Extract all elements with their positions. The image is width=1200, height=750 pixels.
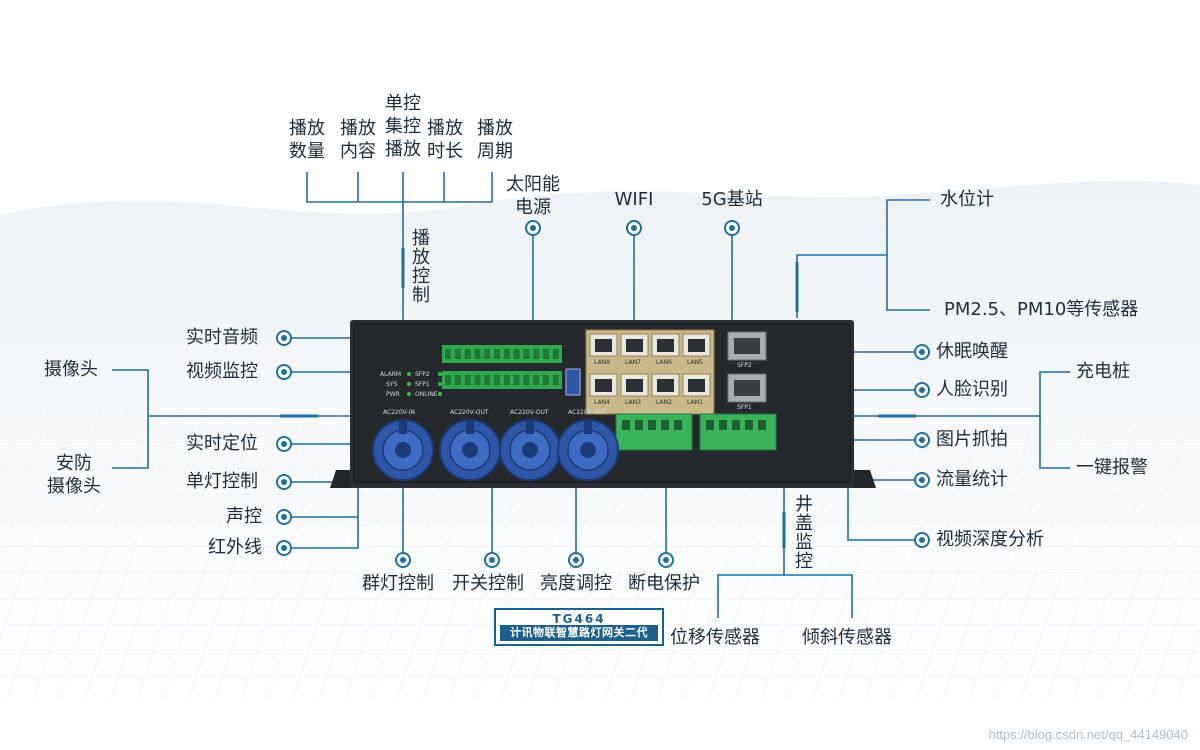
status-leds: ALARM SYS PWR SFP2 SFP1 ONLINE xyxy=(380,371,442,398)
svg-text:SYS: SYS xyxy=(386,381,397,388)
label-play-content: 播放内容 xyxy=(340,118,376,162)
label-realtime-audio: 实时音频 xyxy=(186,327,258,348)
svg-text:AC220V-OUT: AC220V-OUT xyxy=(510,409,549,416)
tilt-line xyxy=(784,574,853,618)
label-play-count: 播放数量 xyxy=(289,118,325,162)
svg-text:AC220V-OUT: AC220V-OUT xyxy=(450,409,489,416)
svg-text:LAN2: LAN2 xyxy=(656,399,672,406)
label-tilt-sensor: 倾斜传感器 xyxy=(802,627,892,648)
target-dots xyxy=(276,220,930,568)
product-model: TG464 xyxy=(552,612,606,626)
watermark: https://blog.csdn.net/qq_44149040 xyxy=(988,727,1189,742)
svg-text:SFP2: SFP2 xyxy=(737,362,752,369)
infrared-line xyxy=(292,517,359,549)
label-single-group-play: 单控集控播放 xyxy=(385,93,421,160)
sfp-ports: SFP2 SFP1 xyxy=(727,331,767,411)
label-photo-capture: 图片抓拍 xyxy=(936,429,1008,450)
label-water-level: 水位计 xyxy=(940,189,994,210)
label-play-control: 播放控制 xyxy=(409,228,430,304)
label-solar-power: 太阳能电源 xyxy=(506,174,560,218)
svg-text:LAN8: LAN8 xyxy=(594,359,610,366)
svg-text:ONLINE: ONLINE xyxy=(415,391,438,398)
camera-bracket-line xyxy=(112,369,149,469)
usb-port xyxy=(565,368,581,396)
svg-text:AC220V-OUT: AC220V-OUT xyxy=(568,409,607,416)
label-power-off-protect: 断电保护 xyxy=(628,573,700,594)
pm-sensor-line xyxy=(886,255,930,311)
label-sound-control: 声控 xyxy=(226,506,262,527)
label-manhole-monitor: 井盖监控 xyxy=(792,494,813,570)
alarm-line xyxy=(1039,416,1070,469)
svg-text:AC220V-IN: AC220V-IN xyxy=(383,409,415,416)
label-group-light-control: 群灯控制 xyxy=(362,573,434,594)
label-camera: 摄像头 xyxy=(44,359,98,380)
label-one-key-alarm: 一键报警 xyxy=(1076,457,1148,478)
label-infrared: 红外线 xyxy=(208,537,262,558)
label-displacement-sensor: 位移传感器 xyxy=(670,627,760,648)
terminal-blocks xyxy=(442,345,562,389)
device-left-wing xyxy=(330,470,352,488)
charging-line xyxy=(852,371,1070,417)
label-single-light-control: 单灯控制 xyxy=(186,471,258,492)
label-play-duration: 播放时长 xyxy=(427,118,463,162)
svg-text:ALARM: ALARM xyxy=(380,371,401,378)
svg-text:LAN1: LAN1 xyxy=(687,399,703,406)
svg-text:SFP1: SFP1 xyxy=(415,381,430,388)
svg-text:LAN6: LAN6 xyxy=(656,359,672,366)
label-5g-base: 5G基站 xyxy=(701,189,763,210)
label-security-camera: 安防摄像头 xyxy=(47,453,101,497)
pluggable-terminals xyxy=(615,413,777,451)
svg-text:LAN4: LAN4 xyxy=(594,399,610,406)
svg-text:PWR: PWR xyxy=(386,391,400,398)
label-traffic-stats: 流量统计 xyxy=(936,469,1008,490)
playback-bracket-line xyxy=(306,172,493,203)
label-charging-pile: 充电桩 xyxy=(1076,361,1130,382)
label-face-recognition: 人脸识别 xyxy=(936,379,1008,400)
label-pm-sensor: PM2.5、PM10等传感器 xyxy=(944,299,1139,320)
svg-text:LAN5: LAN5 xyxy=(687,359,703,366)
label-video-monitor: 视频监控 xyxy=(186,361,258,382)
label-video-depth-analysis: 视频深度分析 xyxy=(936,529,1044,550)
device-right-wing xyxy=(852,470,876,488)
power-connectors: AC220V-IN AC220V-OUT AC220V-OUT AC220V-OUT xyxy=(372,409,619,481)
product-badge: TG464 计讯物联智慧路灯网关二代 xyxy=(494,608,664,646)
depth-analysis-line xyxy=(847,488,915,541)
product-name: 计讯物联智慧路灯网关二代 xyxy=(500,625,658,641)
svg-text:SFP1: SFP1 xyxy=(737,404,752,411)
svg-text:SFP2: SFP2 xyxy=(415,371,430,378)
label-wifi: WIFI xyxy=(614,189,654,210)
svg-text:LAN3: LAN3 xyxy=(625,399,641,406)
label-sleep-wake: 休眠唤醒 xyxy=(936,341,1008,362)
label-play-cycle: 播放周期 xyxy=(477,118,513,162)
svg-text:LAN7: LAN7 xyxy=(625,359,641,366)
label-brightness-adjust: 亮度调控 xyxy=(540,573,612,594)
label-realtime-location: 实时定位 xyxy=(186,433,258,454)
label-switch-control: 开关控制 xyxy=(452,573,524,594)
